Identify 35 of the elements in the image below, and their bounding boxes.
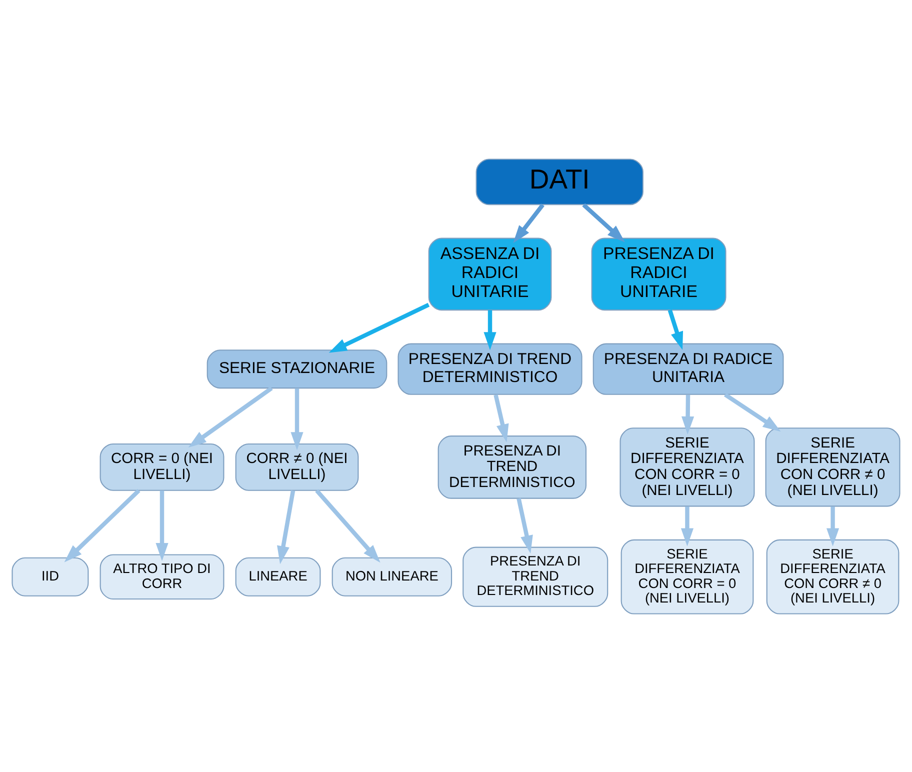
node-box: LINEARE bbox=[235, 556, 321, 596]
node-box: SERIE DIFFERENZIATA CON CORR ≠ 0 (NEI LIVELLI) bbox=[766, 538, 900, 614]
node-box: CORR = 0 (NEI LIVELLI) bbox=[100, 442, 224, 490]
arrow bbox=[494, 394, 509, 442]
arrow bbox=[156, 490, 168, 561]
arrow bbox=[513, 203, 544, 243]
node-box: IID bbox=[12, 556, 89, 596]
arrow bbox=[826, 506, 840, 546]
node-box: PRESENZA DI TREND DETERMINISTICO bbox=[398, 342, 582, 394]
arrow bbox=[516, 498, 533, 554]
node-box: PRESENZA DI TREND DETERMINISTICO bbox=[438, 435, 587, 498]
node-box: NON LINEARE bbox=[332, 556, 452, 596]
node-box: PRESENZA DI RADICE UNITARIA bbox=[592, 342, 784, 394]
node-box: SERIE DIFFERENZIATA CON CORR = 0 (NEI LIVELLI) bbox=[620, 427, 755, 506]
node-box: CORR ≠ 0 (NEI LIVELLI) bbox=[235, 442, 359, 490]
arrow bbox=[328, 302, 430, 352]
arrow bbox=[484, 310, 496, 350]
node-box: SERIE DIFFERENZIATA CON CORR ≠ 0 (NEI LIVELLI) bbox=[765, 427, 900, 506]
arrow bbox=[724, 392, 781, 432]
arrow bbox=[680, 506, 694, 546]
arrow bbox=[188, 386, 273, 447]
arrow bbox=[290, 388, 304, 450]
node-box: SERIE DIFFERENZIATA CON CORR = 0 (NEI LIVELLI) bbox=[620, 538, 754, 614]
node-box: DATI bbox=[476, 158, 644, 205]
arrow bbox=[582, 202, 625, 242]
node-box: PRESENZA DI RADICI UNITARIE bbox=[591, 237, 726, 310]
arrow bbox=[64, 488, 140, 562]
node-box: ALTRO TIPO DI CORR bbox=[100, 554, 224, 600]
arrow bbox=[277, 490, 296, 564]
node-box: ASSENZA DI RADICI UNITARIE bbox=[428, 237, 552, 310]
arrow bbox=[681, 394, 694, 434]
arrow bbox=[315, 488, 380, 562]
node-box: SERIE STAZIONARIE bbox=[206, 349, 388, 388]
arrow bbox=[668, 308, 684, 350]
node-box: PRESENZA DI TREND DETERMINISTICO bbox=[462, 546, 608, 606]
